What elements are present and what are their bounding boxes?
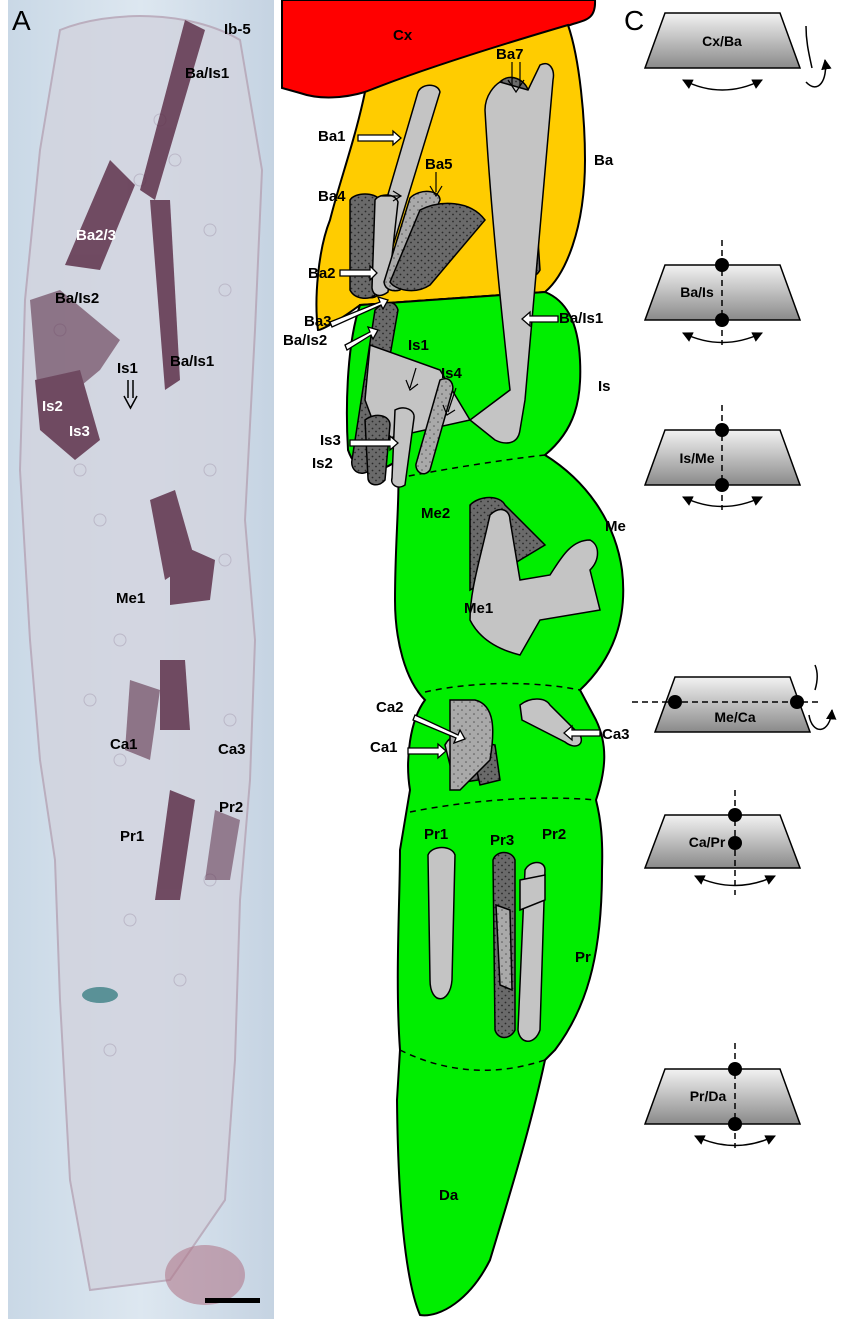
schem-label-is3: Is3 bbox=[320, 432, 341, 449]
photo-stage-label: Ib-5 bbox=[224, 21, 251, 38]
photo-label-is3: Is3 bbox=[69, 423, 90, 440]
photo-label-pr1: Pr1 bbox=[120, 828, 144, 845]
schem-label-ba4: Ba4 bbox=[318, 188, 346, 205]
photo-label-ba23: Ba2/3 bbox=[76, 227, 116, 244]
panel-c-letter: C bbox=[624, 5, 644, 36]
schem-label-ba7: Ba7 bbox=[496, 46, 524, 63]
schem-label-ba1: Ba1 bbox=[318, 128, 346, 145]
schem-label-pr1: Pr1 bbox=[424, 826, 448, 843]
schem-label-ba5: Ba5 bbox=[425, 156, 453, 173]
schem-label-ba: Ba bbox=[594, 152, 614, 169]
schem-label-ba2: Ba2 bbox=[308, 265, 336, 282]
schem-label-is4: Is4 bbox=[441, 365, 463, 382]
joint-me-ca-label: Me/Ca bbox=[714, 709, 755, 725]
joint-cx-ba-twist-arrow bbox=[806, 26, 826, 87]
photo-label-ba-is1-top: Ba/Is1 bbox=[185, 65, 229, 82]
photo-label-is1: Is1 bbox=[117, 360, 138, 377]
joint-cx-ba-rotation-arrow bbox=[683, 80, 762, 90]
schem-label-ca1: Ca1 bbox=[370, 739, 398, 756]
photo-panel: A Ib-5 Ba/Is1 Ba2/3 Ba/Is2 Is1 Ba/Is1 Is… bbox=[8, 0, 274, 1319]
joint-ba-is: Ba/Is bbox=[645, 240, 800, 345]
schem-label-da: Da bbox=[439, 1187, 459, 1204]
photo-label-ca3: Ca3 bbox=[218, 741, 246, 758]
schematic-panel: B bbox=[282, 0, 630, 1315]
photo-label-is2: Is2 bbox=[42, 398, 63, 415]
photo-label-ba-is2: Ba/Is2 bbox=[55, 290, 99, 307]
photo-label-ca1: Ca1 bbox=[110, 736, 138, 753]
schem-label-is: Is bbox=[598, 378, 611, 395]
schem-label-ba-is2: Ba/Is2 bbox=[283, 332, 327, 349]
joint-pr-da: Pr/Da bbox=[645, 1043, 800, 1148]
joint-ca-pr-label: Ca/Pr bbox=[689, 834, 726, 850]
photo-label-ba-is1-mid: Ba/Is1 bbox=[170, 353, 214, 370]
joint-me-ca-twist-arrow bbox=[809, 665, 832, 729]
schem-label-pr3: Pr3 bbox=[490, 832, 514, 849]
schem-label-me2: Me2 bbox=[421, 505, 450, 522]
schem-label-ba3: Ba3 bbox=[304, 313, 332, 330]
photo-label-pr2: Pr2 bbox=[219, 799, 243, 816]
schem-label-ca3: Ca3 bbox=[602, 726, 630, 743]
joint-is-me-label: Is/Me bbox=[679, 450, 714, 466]
schem-label-cx: Cx bbox=[393, 27, 413, 44]
joint-ca-pr: Ca/Pr bbox=[645, 790, 800, 895]
joint-is-me: Is/Me bbox=[645, 405, 800, 510]
scale-bar bbox=[205, 1298, 260, 1303]
joint-cx-ba: Cx/Ba bbox=[645, 13, 826, 90]
joints-panel: C Cx/Ba Ba/Is Is/Me bbox=[624, 5, 832, 1148]
schem-label-pr2: Pr2 bbox=[542, 826, 566, 843]
joint-me-ca: Me/Ca bbox=[632, 665, 832, 732]
photo-label-me1: Me1 bbox=[116, 590, 145, 607]
schem-label-pr: Pr bbox=[575, 949, 591, 966]
schem-label-ca2: Ca2 bbox=[376, 699, 404, 716]
joint-ba-is-label: Ba/Is bbox=[680, 284, 714, 300]
panel-a-letter: A bbox=[12, 5, 31, 36]
joint-cx-ba-label: Cx/Ba bbox=[702, 33, 742, 49]
schem-label-me1: Me1 bbox=[464, 600, 493, 617]
schem-label-ba-is1: Ba/Is1 bbox=[559, 310, 603, 327]
schem-label-me: Me bbox=[605, 518, 626, 535]
schem-label-is2: Is2 bbox=[312, 455, 333, 472]
joint-pr-da-label: Pr/Da bbox=[690, 1088, 727, 1104]
schem-label-is1: Is1 bbox=[408, 337, 429, 354]
